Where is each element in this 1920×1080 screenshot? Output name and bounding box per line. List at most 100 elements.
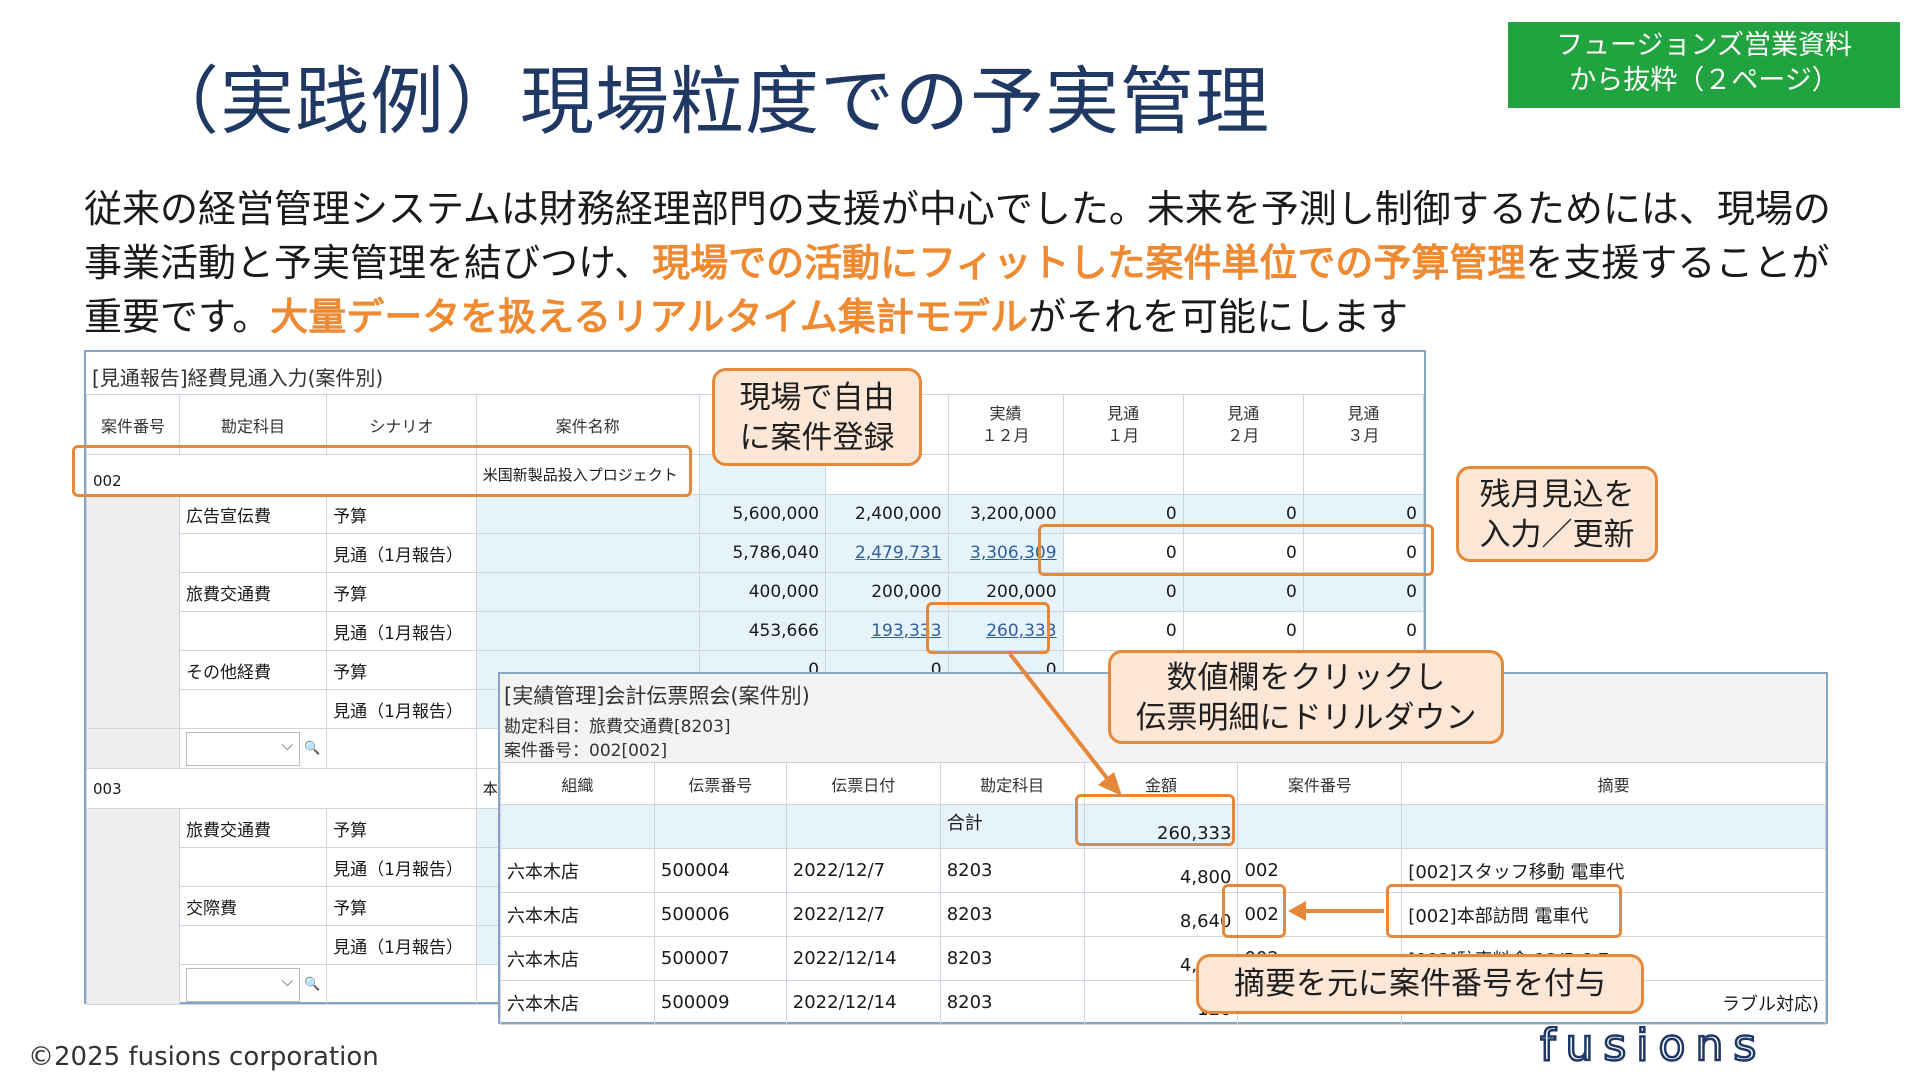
account-cell: 交際費 — [178, 886, 328, 926]
scenario-cell: 見通（1月報告） — [326, 533, 477, 573]
assign-arrowhead — [1288, 901, 1306, 921]
search-icon[interactable]: 🔍 — [303, 741, 321, 756]
voucher-filter-account: 勘定科目：旅費交通費[8203] — [504, 717, 731, 737]
value-cell: 400,000 — [698, 572, 827, 612]
col-org: 組織 — [500, 762, 655, 805]
highlight-project-row — [72, 445, 692, 497]
callout-drilldown-line-1: 数値欄をクリックし — [1166, 660, 1446, 696]
value-cell: 5,600,000 — [698, 494, 827, 534]
amount-cell: 8,640 — [1083, 892, 1239, 937]
drilldown-arrowhead — [1098, 772, 1122, 796]
page-title: （実践例）現場粒度での予実管理 — [145, 59, 1270, 145]
col-scenario: シナリオ — [326, 394, 477, 455]
scenario-cell: 見通（1月報告） — [326, 847, 477, 887]
value-cell: 3,200,000 — [947, 494, 1064, 534]
callout-remaining-line-1: 残月見込を — [1479, 477, 1635, 513]
callout-assign: 摘要を元に案件番号を付与 — [1196, 954, 1644, 1014]
total-label: 合計 — [939, 804, 1085, 849]
drill-link[interactable]: 260,333 — [986, 621, 1057, 641]
callout-register: 現場で自由 に案件登録 — [712, 368, 922, 466]
callout-drilldown-line-2: 伝票明細にドリルダウン — [1135, 700, 1477, 736]
project-name[interactable]: 米国新製品投入プロジェクト — [475, 454, 700, 495]
account-cell: その他経費 — [178, 650, 328, 690]
scenario-cell: 予算 — [326, 886, 477, 926]
date-cell: 2022/12/7 — [785, 892, 941, 937]
callout-register-line-1: 現場で自由 — [739, 380, 895, 416]
highlight-total — [1075, 794, 1235, 846]
value-cell: 0 — [1182, 494, 1304, 534]
scenario-cell: 見通（1月報告） — [326, 611, 477, 651]
highlight-remaining-months — [1038, 524, 1434, 576]
description-cell: [002]本部訪問 電車代 — [1401, 892, 1826, 937]
voucher-filter-project: 案件番号：002[002] — [504, 741, 668, 761]
voucher-total-row: 合計 260,333 — [500, 804, 1826, 849]
value-cell: 0 — [1302, 572, 1425, 612]
callout-register-line-2: に案件登録 — [739, 420, 895, 456]
account-select[interactable]: ⌵ — [185, 967, 300, 1002]
col-actual-12: 実績 １２月 — [947, 394, 1064, 455]
value-cell: 5,786,040 — [698, 533, 827, 573]
drill-link[interactable]: 2,479,731 — [855, 543, 942, 563]
date-cell: 2022/12/14 — [785, 980, 941, 1025]
scenario-cell: 予算 — [326, 572, 477, 612]
scenario-cell: 予算 — [326, 494, 477, 534]
account-select[interactable]: ⌵ — [185, 731, 300, 766]
col-forecast-1: 見通 １月 — [1062, 394, 1184, 455]
value-cell: 2,400,000 — [825, 494, 949, 534]
voucher-window-title: [実績管理]会計伝票照会(案件別) — [504, 684, 810, 708]
account-cell: 8203 — [939, 980, 1085, 1025]
col-account: 勘定科目 — [178, 394, 328, 455]
chevron-down-icon: ⌵ — [281, 971, 293, 990]
callout-remaining-line-2: 入力／更新 — [1479, 517, 1635, 553]
source-badge: フュージョンズ営業資料 から抜粋（２ページ） — [1508, 22, 1900, 108]
date-cell: 2022/12/7 — [785, 848, 941, 893]
body-highlight-1: 現場での活動にフィットした案件単位での予算管理 — [652, 241, 1526, 285]
project-id: 003 — [86, 768, 477, 809]
col-forecast-3: 見通 ３月 — [1302, 394, 1425, 455]
voucher-no-cell: 500007 — [653, 936, 787, 981]
drill-link[interactable]: 193,333 — [871, 621, 942, 641]
scenario-cell: 予算 — [326, 808, 477, 848]
chevron-down-icon: ⌵ — [281, 735, 293, 754]
drilldown-arrow — [1008, 652, 1112, 784]
forecast-input-cell[interactable]: 0 — [1302, 533, 1425, 573]
forecast-window-title: [見通報告]経費見通入力(案件別) — [92, 366, 384, 390]
scenario-cell: 見通（1月報告） — [326, 925, 477, 965]
callout-drilldown: 数値欄をクリックし 伝票明細にドリルダウン — [1108, 650, 1504, 744]
voucher-no-cell: 500006 — [653, 892, 787, 937]
copyright: ©2025 fusions corporation — [28, 1042, 379, 1072]
voucher-row[interactable]: 六本木店 500006 2022/12/7 8203 8,640 002 [00… — [500, 892, 1826, 937]
forecast-input-cell[interactable]: 0 — [1062, 533, 1184, 573]
scenario-cell: 予算 — [326, 650, 477, 690]
org-cell: 六本木店 — [500, 848, 655, 893]
value-cell: 0 — [1302, 494, 1425, 534]
table-row: 見通（1月報告） 453,666 193,333 260,333 0 0 0 — [87, 611, 1425, 651]
total-amount: 260,333 — [1083, 804, 1239, 849]
project-no-cell: 002 — [1237, 848, 1403, 893]
badge-line-1: フュージョンズ営業資料 — [1556, 30, 1852, 61]
body-paragraph: 従来の経営管理システムは財務経理部門の支援が中心でした。未来を予測し制御するため… — [84, 182, 1844, 344]
date-cell: 2022/12/14 — [785, 936, 941, 981]
badge-line-2: から抜粋（２ページ） — [1569, 65, 1839, 96]
value-cell: 200,000 — [947, 572, 1064, 612]
drill-link[interactable]: 3,306,309 — [970, 543, 1057, 563]
highlight-drill-value — [926, 602, 1050, 654]
body-text-3: がそれを可能にします — [1027, 295, 1408, 339]
logo-wordmark: fusions — [1540, 1026, 1766, 1070]
fusions-logo: fusions — [1540, 1026, 1766, 1070]
forecast-input-cell[interactable]: 0 — [1182, 611, 1304, 651]
body-highlight-2: 大量データを扱えるリアルタイム集計モデル — [270, 295, 1028, 339]
body-text-2: を支援することが重要です。 — [84, 241, 1830, 339]
forecast-input-cell[interactable]: 0 — [1182, 533, 1304, 573]
highlight-description — [1386, 884, 1622, 938]
search-icon[interactable]: 🔍 — [303, 977, 321, 992]
value-cell: 0 — [1062, 572, 1184, 612]
scenario-cell: 見通（1月報告） — [326, 689, 477, 729]
callout-remaining: 残月見込を 入力／更新 — [1456, 466, 1658, 562]
voucher-no-cell: 500009 — [653, 980, 787, 1025]
highlight-project-no — [1222, 884, 1286, 938]
body-text-1: 従来の経営管理システムは財務経理部門の支援が中心でした。未来を予測し制御するため… — [84, 187, 1831, 285]
col-project-name: 案件名称 — [475, 394, 700, 455]
col-project-no: 案件番号 — [1237, 762, 1403, 805]
table-row: 旅費交通費 予算 400,000 200,000 200,000 0 0 0 — [87, 572, 1425, 612]
